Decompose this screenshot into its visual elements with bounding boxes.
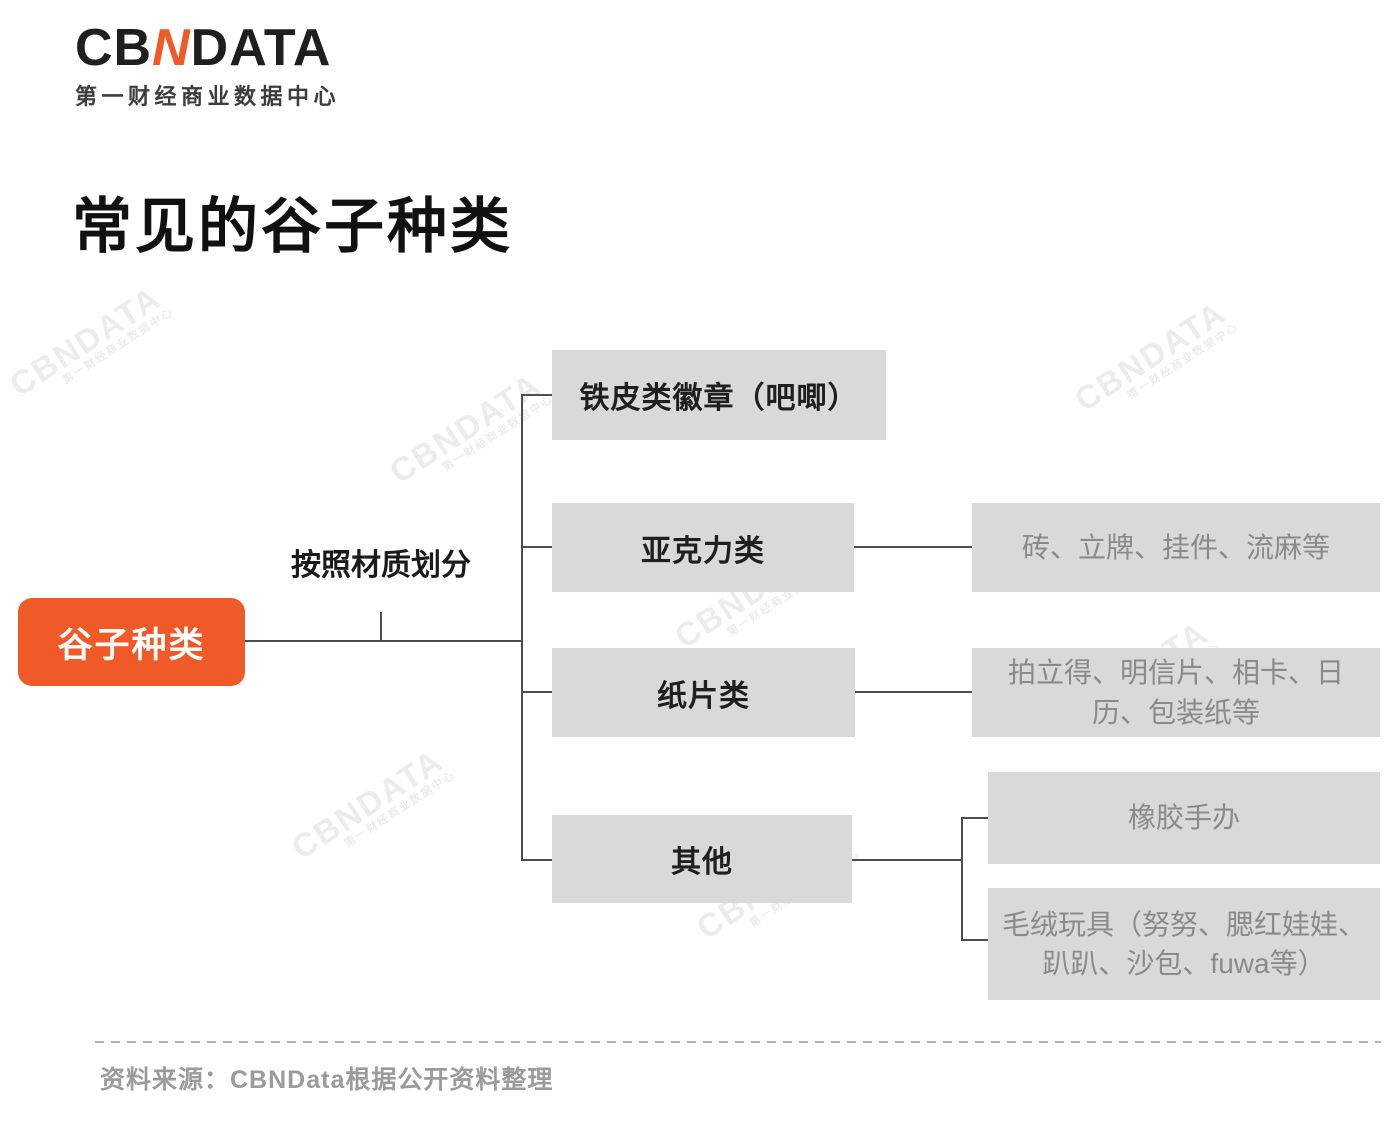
connector-branch-other [521,859,552,861]
cbndata-logo: CBNDATA 第一财经商业数据中心 [75,22,340,108]
watermark-subtext: 第一财经商业数据中心 [1125,320,1242,402]
connector-split-to-plush [961,939,988,941]
connector-branch-tinplate [521,394,552,396]
category-box-other: 其他 [552,815,852,903]
items-box-plush-toys: 毛绒玩具（努努、腮红娃娃、趴趴、沙包、fuwa等） [988,888,1380,1000]
connector-paper-to-items [855,691,972,693]
branch-label-by-material: 按照材质划分 [291,549,471,582]
connector-acrylic-to-items [854,546,972,548]
category-box-paper: 纸片类 [552,648,855,737]
connector-other-split-vertical [961,817,963,941]
logo-part-n: N [152,19,191,77]
category-box-acrylic: 亚克力类 [552,503,854,592]
footer-dashed-divider [95,1041,1381,1043]
items-box-paper: 拍立得、明信片、相卡、日历、包装纸等 [972,648,1380,737]
watermark-subtext: 第一财经商业数据中心 [342,768,459,850]
logo-part-cb: CB [75,19,153,77]
cbndata-logo-tagline: 第一财经商业数据中心 [75,84,341,109]
cbndata-logo-wordmark: CBNDATA [75,22,340,74]
items-box-rubber-figures: 橡胶手办 [988,772,1380,864]
watermark-text: CBNDATA [1067,293,1233,419]
root-node-guzi-types: 谷子种类 [18,598,245,686]
watermark-text: CBNDATA [2,278,168,404]
watermark-subtext: 第一财经商业数据中心 [60,305,177,387]
watermark-text: CBNDATA [284,741,450,867]
connector-root-to-trunk [245,640,522,642]
connector-branch-acrylic [521,546,552,548]
watermark: CBNDATA 第一财经商业数据中心 [382,365,557,499]
category-box-tinplate-badges: 铁皮类徽章（吧唧） [552,350,886,440]
connector-other-to-split [852,859,963,861]
watermark: CBNDATA 第一财经商业数据中心 [2,278,177,412]
logo-part-data: DATA [190,19,332,77]
footer-source-note: 资料来源：CBNData根据公开资料整理 [100,1066,554,1094]
items-box-acrylic: 砖、立牌、挂件、流麻等 [972,503,1380,592]
connector-split-to-rubber [961,817,988,819]
connector-branch-paper [521,691,552,693]
watermark: CBNDATA 第一财经商业数据中心 [1067,293,1242,427]
watermark-text: CBNDATA [382,365,548,491]
page-title: 常见的谷子种类 [72,193,513,260]
watermark: CBNDATA 第一财经商业数据中心 [284,741,459,875]
connector-label-tick [380,612,382,642]
watermark-subtext: 第一财经商业数据中心 [440,392,557,474]
connector-trunk-vertical [521,394,523,861]
